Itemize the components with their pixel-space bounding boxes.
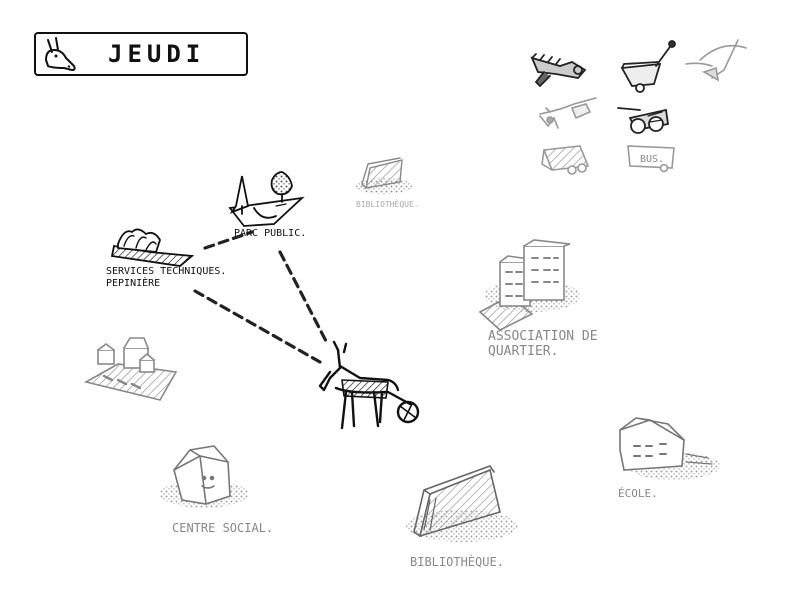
wheelbarrow-icon bbox=[620, 40, 676, 93]
label-bibliotheque-small: BIBLIOTHÈQUE. bbox=[356, 200, 419, 209]
library-icon bbox=[406, 465, 518, 542]
route-lines bbox=[193, 230, 329, 364]
pickaxe-icon bbox=[685, 39, 747, 82]
greenhouse-icon bbox=[110, 228, 195, 267]
label-centre-social: CENTRE SOCIAL. bbox=[172, 521, 274, 535]
label-services-techniques: SERVICES TECHNIQUES. PEPINIÈRE bbox=[106, 266, 227, 289]
social-centre-icon bbox=[160, 445, 248, 508]
bus-label: BUS. bbox=[640, 154, 664, 165]
route-services-donkey bbox=[193, 289, 322, 364]
parc-icon bbox=[228, 171, 305, 227]
hedge-trimmer-icon bbox=[530, 53, 587, 88]
label-ecole: ÉCOLE. bbox=[618, 487, 658, 500]
school-icon bbox=[619, 417, 720, 480]
page-title: JEUDI bbox=[108, 40, 206, 68]
label-association: ASSOCIATION DE QUARTIER. bbox=[488, 329, 598, 359]
village-icon bbox=[83, 337, 178, 401]
association-icon bbox=[478, 239, 580, 331]
library-small-icon bbox=[356, 157, 412, 194]
trailer-icon bbox=[541, 145, 590, 175]
bus-icon: BUS. bbox=[627, 145, 675, 173]
donkey-head-icon bbox=[45, 37, 76, 71]
route-parc-donkey bbox=[278, 250, 329, 345]
lawnmower-icon bbox=[617, 107, 670, 134]
route-services-parc bbox=[203, 230, 254, 250]
rake-icon bbox=[539, 97, 597, 129]
label-bibliotheque: BIBLIOTHÈQUE. bbox=[410, 555, 504, 569]
day-title-box: JEUDI bbox=[34, 32, 248, 76]
label-parc-public: PARC PUBLIC. bbox=[234, 228, 307, 239]
donkey-cart-icon bbox=[318, 340, 420, 430]
